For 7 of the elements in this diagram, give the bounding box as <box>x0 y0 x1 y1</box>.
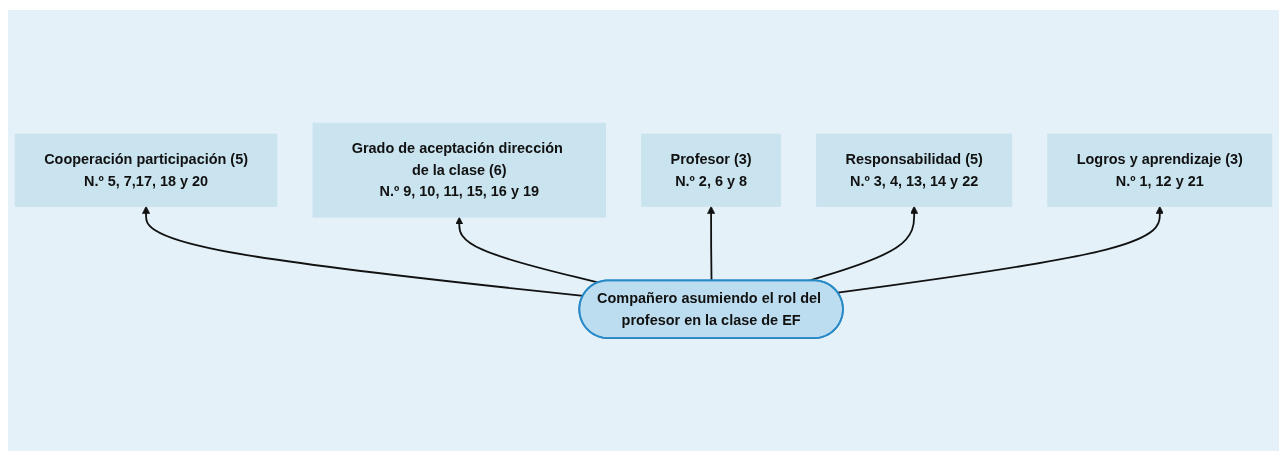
node-box: Responsabilidad (5) N.º 3, 4, 13, 14 y 22 <box>816 133 1013 207</box>
node-box: Logros y aprendizaje (3) N.º 1, 12 y 21 <box>1047 133 1273 207</box>
arrow <box>142 205 585 297</box>
node-box: Cooperación participación (5) N.º 5, 7,17, 18 y 20 <box>14 133 278 207</box>
node-box: Grado de aceptación dirección de la clase (6) N.º 9, 10, 11, 15, 16 y 19 <box>312 122 606 218</box>
node-box: Profesor (3) N.º 2, 6 y 8 <box>641 133 781 207</box>
arrow <box>707 205 716 282</box>
